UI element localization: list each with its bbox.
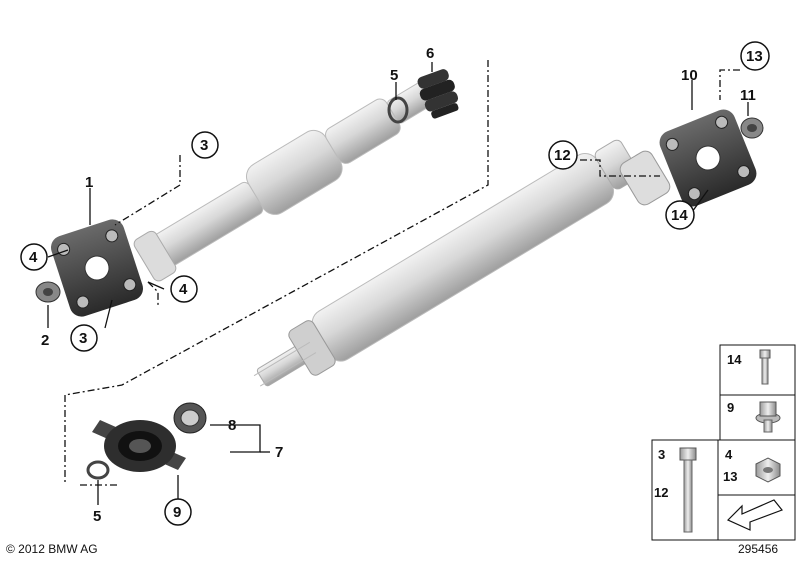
center-mount xyxy=(92,420,186,472)
callout-6: 6 xyxy=(426,45,434,62)
callout-4a-circle xyxy=(20,243,48,271)
callout-12-circle xyxy=(548,140,578,170)
callout-11: 11 xyxy=(740,87,756,104)
callouts: 1 4 3 4 2 3 5 6 8 7 9 5 10 13 11 12 14 xyxy=(20,41,770,526)
callout-2: 2 xyxy=(41,332,49,349)
callout-12: 12 xyxy=(554,147,571,164)
flexible-disc-right xyxy=(659,109,757,207)
snap-ring-bottom xyxy=(86,460,110,480)
legend-label-9: 9 xyxy=(727,400,734,415)
callout-13-circle xyxy=(740,41,770,71)
callout-10: 10 xyxy=(681,67,698,84)
legend-cell-14 xyxy=(719,344,796,396)
groove-ball-bearing xyxy=(173,402,207,434)
snap-ring-top xyxy=(387,96,409,124)
callout-1: 1 xyxy=(85,174,93,191)
callout-8: 8 xyxy=(228,417,236,434)
bellows-boot xyxy=(417,69,459,119)
assembly-lines xyxy=(64,60,740,486)
callout-3b-circle xyxy=(70,324,98,352)
centering-sleeve xyxy=(35,281,61,303)
flexible-disc-left xyxy=(51,219,143,317)
callout-9: 9 xyxy=(173,504,181,521)
screw-icon xyxy=(759,349,771,385)
callout-5a: 5 xyxy=(390,67,398,84)
legend-label-4: 4 xyxy=(725,447,733,462)
callout-4b: 4 xyxy=(179,281,188,298)
centering-sleeve-right xyxy=(740,117,764,139)
bolt-icon xyxy=(679,447,697,533)
flange-nut-icon xyxy=(755,401,781,433)
copyright-text: © 2012 BMW AG xyxy=(6,542,98,556)
callout-14: 14 xyxy=(671,207,688,224)
callout-9-circle xyxy=(164,498,192,526)
legend-label-14: 14 xyxy=(727,352,742,367)
callout-4b-circle xyxy=(170,275,198,303)
main-propeller-shaft xyxy=(253,139,671,387)
legend-label-13: 13 xyxy=(723,469,737,484)
callout-3a: 3 xyxy=(200,137,208,154)
callout-14-circle xyxy=(665,200,695,230)
hex-nut-icon xyxy=(755,457,781,483)
callout-3a-circle xyxy=(191,131,219,159)
callout-3b: 3 xyxy=(79,330,87,347)
arrow-icon xyxy=(726,499,783,531)
diagram-number: 295456 xyxy=(738,542,778,556)
callout-4a: 4 xyxy=(29,249,38,266)
front-shaft-section xyxy=(133,82,433,282)
legend-label-3: 3 xyxy=(658,447,665,462)
callout-5b: 5 xyxy=(93,508,101,525)
fastener-legend: 14 9 3 12 4 13 xyxy=(651,344,796,541)
legend-label-12: 12 xyxy=(654,485,668,500)
callout-13: 13 xyxy=(746,48,763,65)
leader-lines xyxy=(47,62,749,505)
callout-7: 7 xyxy=(275,444,283,461)
